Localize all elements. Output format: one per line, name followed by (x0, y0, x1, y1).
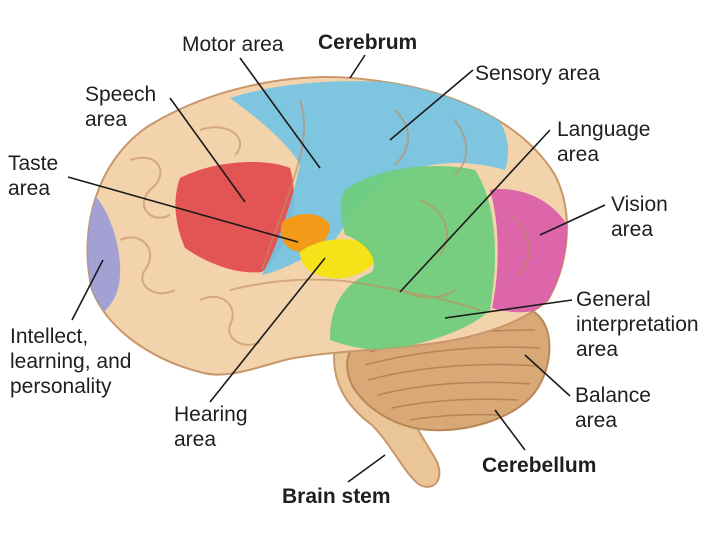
label-cerebellum-text: Cerebellum (482, 454, 597, 477)
label-speech-line-1: Speech (85, 83, 157, 106)
label-sensory-area: Sensory area (475, 61, 600, 86)
cerebrum-folds (119, 99, 530, 346)
label-vision-line-2: area (611, 218, 654, 241)
label-general-interpretation-area: General interpretation area (576, 287, 699, 362)
hearing-region (300, 239, 376, 279)
label-taste-line-2: area (8, 177, 51, 200)
label-cerebrum-text: Cerebrum (318, 31, 418, 54)
label-language-area: Language area (557, 117, 650, 167)
label-sensory-text: Sensory area (475, 62, 600, 85)
label-brain-stem-text: Brain stem (282, 485, 391, 508)
label-intellect-line-2: learning, and (10, 350, 132, 373)
label-language-line-2: area (557, 143, 600, 166)
label-intellect-line-1: Intellect, (10, 325, 89, 348)
label-cerebellum: Cerebellum (482, 453, 596, 478)
label-hearing-line-2: area (174, 428, 217, 451)
label-hearing-area: Hearing area (174, 402, 248, 452)
label-balance-area: Balance area (575, 383, 651, 433)
label-motor-area: Motor area (182, 32, 284, 57)
language-interpretation-region (330, 166, 495, 350)
label-general-line-1: General (576, 288, 651, 311)
taste-region (280, 214, 330, 252)
intellect-region (87, 180, 121, 320)
label-hearing-line-1: Hearing (174, 403, 248, 426)
label-general-line-2: interpretation (576, 313, 699, 336)
label-language-line-1: Language (557, 118, 651, 141)
label-vision-area: Vision area (611, 192, 668, 242)
label-balance-line-2: area (575, 409, 618, 432)
label-speech-line-2: area (85, 108, 128, 131)
label-speech-area: Speech area (85, 82, 156, 132)
speech-region (175, 162, 294, 273)
label-taste-line-1: Taste (8, 152, 59, 175)
vision-region (490, 189, 567, 313)
label-vision-line-1: Vision (611, 193, 668, 216)
label-taste-area: Taste area (8, 151, 58, 201)
label-general-line-3: area (576, 338, 619, 361)
label-balance-line-1: Balance (575, 384, 651, 407)
label-intellect: Intellect, learning, and personality (10, 324, 131, 399)
label-cerebrum: Cerebrum (318, 30, 417, 55)
label-brain-stem: Brain stem (282, 484, 391, 509)
label-intellect-line-3: personality (10, 375, 112, 398)
leader-lines (67, 54, 606, 483)
label-motor-text: Motor area (182, 33, 284, 56)
